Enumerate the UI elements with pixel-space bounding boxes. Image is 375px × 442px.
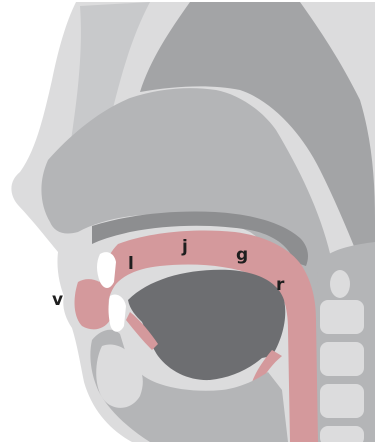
vertebra-3	[320, 384, 364, 418]
label-j: j	[181, 237, 188, 257]
label-g: g	[236, 245, 248, 265]
vertebra-4	[320, 426, 364, 442]
spine-cartilage	[330, 270, 350, 298]
vertebra-2	[320, 342, 364, 376]
label-r: r	[276, 275, 285, 295]
lower-incisor	[109, 294, 127, 331]
label-v: v	[52, 290, 63, 310]
label-l: l	[128, 254, 134, 274]
vertebra-1	[320, 300, 364, 334]
